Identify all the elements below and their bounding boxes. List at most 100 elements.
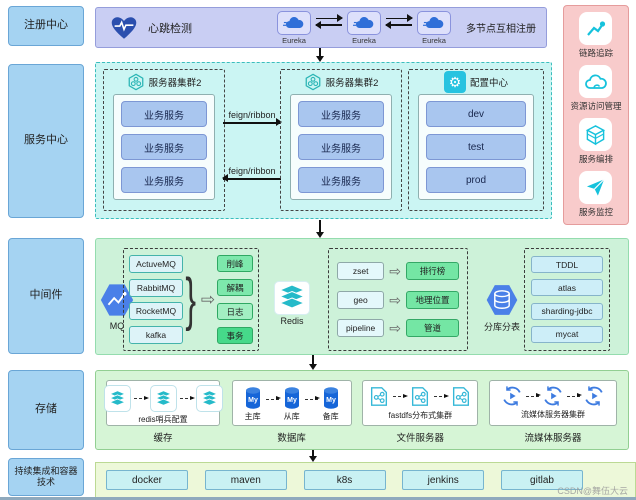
tool-label: 资源访问管理 [570,101,622,111]
redis-stack-icon [149,385,177,412]
mq-benefits: 削峰 解耦 日志 事务 [217,255,253,344]
sidebar-item-registry-center: 注册中心 [8,6,84,46]
brace-glyph: } [183,255,199,344]
arrow-left-icon [222,175,281,182]
cluster-services: 业务服务 业务服务 业务服务 [290,94,392,200]
arrow-right-icon [223,119,282,126]
cluster-title: 服务器集群2 [325,78,379,89]
file-server-inner-label: fastdfs分布式集群 [388,411,453,420]
cluster-hex-icon [305,73,320,91]
redis-icon-group: Redis [272,281,312,326]
config-center: ⚙ 配置中心 dev test prod [408,69,544,211]
mq-product: ActuveMQ [129,255,183,273]
cluster-title: 服务器集群2 [148,78,202,89]
feign-link-top: feign/ribbon [222,110,282,126]
block-arrow-icon: ⇨ [389,262,402,279]
redis-key: zset [337,261,385,280]
devops-section: docker maven k8s jenkins gitlab [95,462,636,498]
registry-panel: 心跳检测 Eureka Eureka [95,7,547,48]
eureka-node: Eureka [417,10,451,45]
tool-service-monitoring: 服务监控 [579,171,613,218]
config-envs: dev test prod [418,94,534,200]
mq-product: RabbitMQ [129,278,183,297]
svg-text:My: My [326,397,336,404]
eureka-label: Eureka [282,35,306,45]
mysql-node: My 从库 [282,386,302,422]
feign-label: feign/ribbon [228,110,276,120]
ops-panel: 链路追踪 资源访问管理 服务编排 服务监控 [563,5,629,225]
cache-group: redis哨兵配置 缓存 [102,380,224,449]
mysql-icon: My [284,387,299,409]
benefit-box: 事务 [217,327,253,344]
mutual-register-note: 多节点互相注册 [466,24,536,35]
service-box: 业务服务 [298,167,384,193]
media-server-group: 流媒体服务器集群 流媒体服务器 [486,380,620,449]
dashed-arrow-icon [133,395,149,400]
devops-item-maven: maven [204,470,287,490]
sidebar-item-storage: 存储 [8,370,84,450]
cluster-services: 业务服务 业务服务 业务服务 [113,94,215,200]
sharding-hexagon-icon [486,285,518,315]
gear-glyph: ⚙ [448,74,462,90]
sidebar-item-cicd: 持续集成和容器技术 [8,458,84,496]
tool-resource-access: 资源访问管理 [570,65,622,112]
env-box: dev [426,101,526,127]
service-box: 业务服务 [298,134,384,160]
redis-value: 排行榜 [406,261,459,280]
flow-arrow-down-icon [307,450,319,462]
file-server-caption: 文件服务器 [396,433,445,444]
mysql-icon: My [323,387,338,409]
eureka-cloud-icon [347,10,381,35]
paper-plane-icon [579,171,613,204]
database-group: My 主库 My 从库 My 备库 数据库 [229,380,355,449]
block-arrow-icon: ⇨ [199,255,217,344]
sidebar-label: 中间件 [29,289,63,302]
sidebar-item-middleware: 中间件 [8,238,84,354]
fastdfs-icon [412,387,429,406]
cache-inner-label: redis哨兵配置 [138,415,188,424]
server-cluster-a: 服务器集群2 业务服务 业务服务 业务服务 [103,69,225,211]
dashed-arrow-icon [179,395,195,400]
file-server-group: fastdfs分布式集群 文件服务器 [359,380,481,449]
eureka-node: Eureka [277,10,311,45]
fastdfs-icon [371,387,388,406]
dashed-arrow-icon [434,393,450,398]
eureka-label: Eureka [352,35,376,45]
svg-text:My: My [287,397,297,404]
dashed-arrow-icon [566,393,582,398]
db-node-label: 备库 [322,412,339,421]
benefit-box: 日志 [217,303,253,320]
devops-item-gitlab: gitlab [501,470,583,490]
redis-feature-row: pipeline ⇨ 管道 [337,319,459,338]
cache-caption: 缓存 [153,433,173,444]
media-server-icon [544,386,562,406]
devops-item-jenkins: jenkins [402,470,485,490]
trend-chart-icon [579,12,613,45]
tool-label: 服务监控 [578,207,613,217]
db-node-label: 从库 [283,412,300,421]
flow-arrow-down-icon [314,220,326,238]
eureka-cloud-icon [277,10,311,35]
database-box: My 主库 My 从库 My 备库 [231,380,352,426]
fastdfs-icon [453,387,470,406]
storage-section: redis哨兵配置 缓存 My 主库 My 从库 [95,370,629,450]
cluster-hex-icon [128,73,143,91]
redis-feature-row: geo ⇨ 地理位置 [337,290,459,309]
media-server-icon [585,386,603,406]
block-arrow-icon: ⇨ [389,320,402,337]
media-server-box: 流媒体服务器集群 [488,380,617,426]
redis-box: zset ⇨ 排行榜 geo ⇨ 地理位置 pipeline ⇨ 管道 [328,248,468,351]
gear-icon: ⚙ [443,71,466,93]
sidebar-item-service-center: 服务中心 [8,64,84,218]
eureka-node: Eureka [347,10,381,45]
block-arrow-icon: ⇨ [389,291,402,308]
feign-link-bottom: feign/ribbon [222,166,282,182]
tool-label: 链路追踪 [578,48,613,58]
config-center-title: 配置中心 [469,78,508,89]
dashed-arrow-icon [304,396,320,401]
sharding-product: mycat [531,325,603,343]
mq-hexagon-icon [100,284,134,316]
redis-key: pipeline [337,319,385,338]
sharding-icon-group: 分库分表 [478,281,526,333]
